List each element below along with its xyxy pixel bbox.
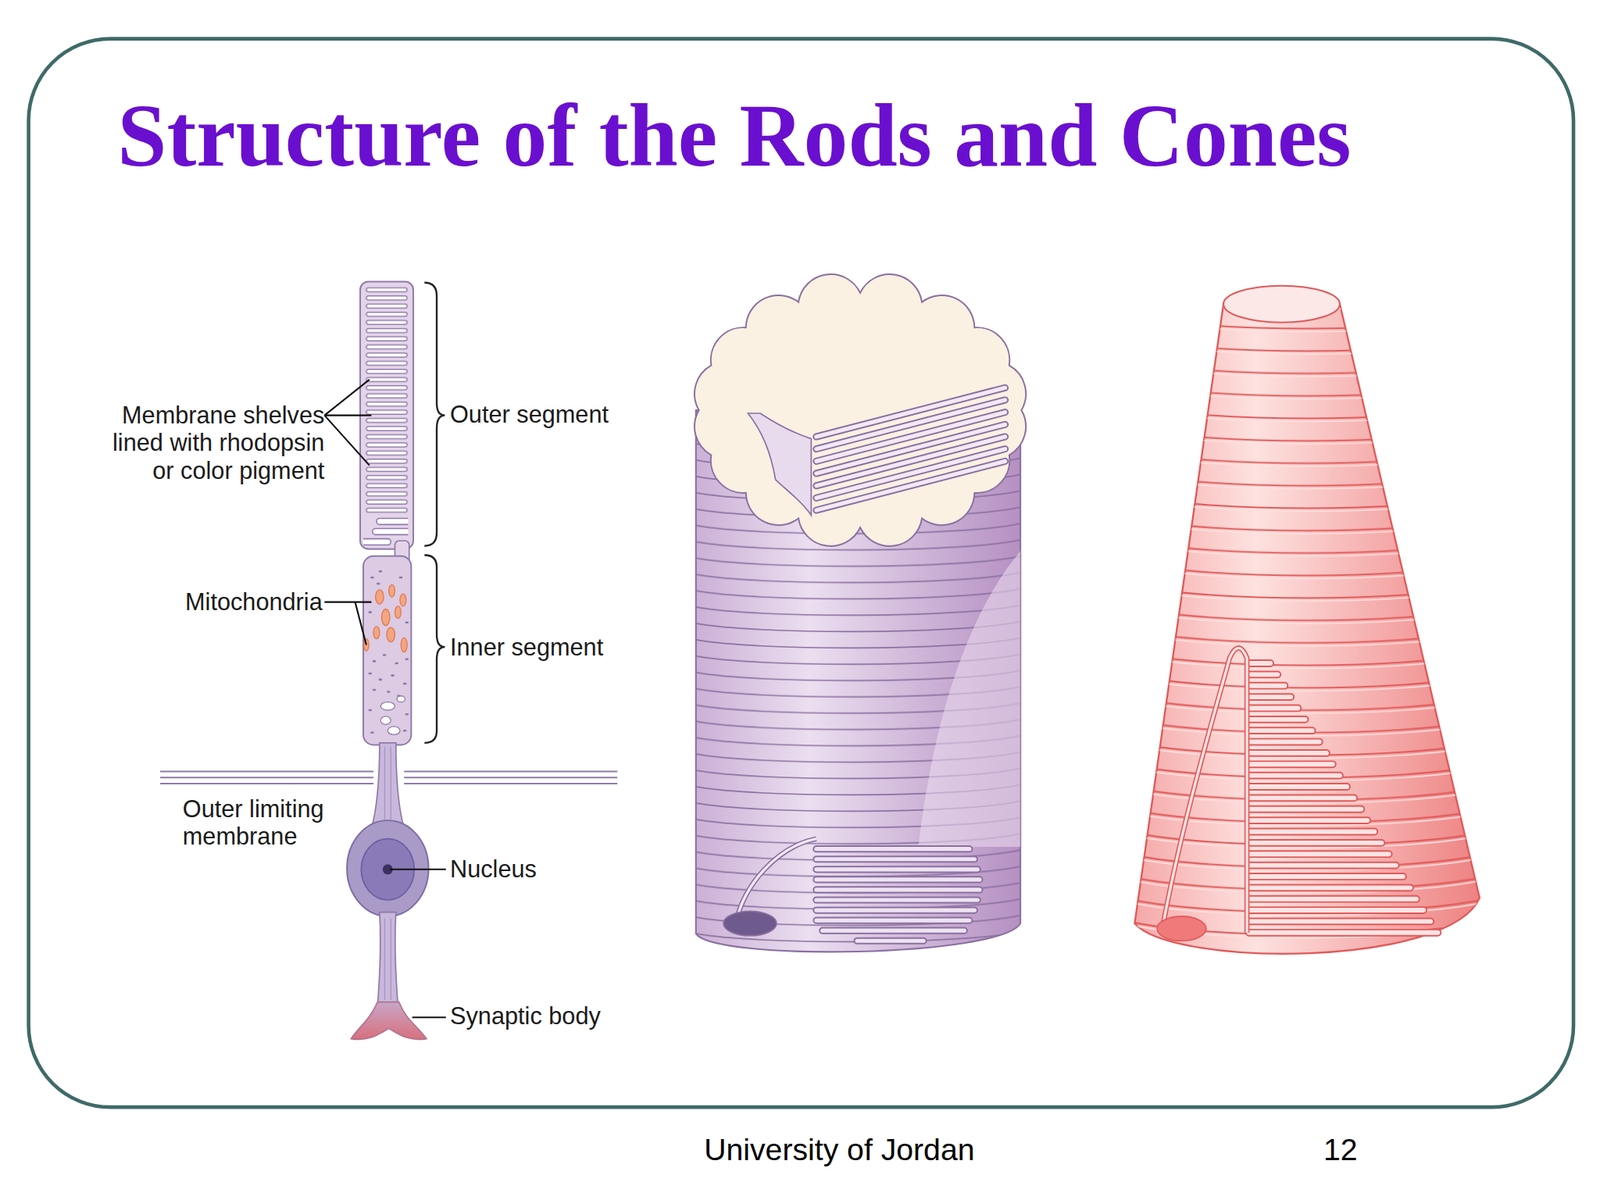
axon-stalk xyxy=(377,912,398,1006)
limiting-membrane-line xyxy=(160,776,374,779)
leader-lines xyxy=(324,379,446,1018)
footer-text: University of Jordan xyxy=(703,1132,975,1168)
limiting-membrane-line xyxy=(160,782,374,785)
part-label: Membrane shelves lined with rhodopsin or… xyxy=(105,402,325,486)
cilium-hole xyxy=(1157,916,1207,941)
rod-outer-segment-3d xyxy=(694,274,1026,960)
leader-line xyxy=(389,868,447,871)
mitochondrion xyxy=(373,626,380,640)
vesicle xyxy=(380,702,395,711)
part-label: Outer limiting membrane xyxy=(182,796,362,852)
mitochondrion xyxy=(394,606,401,619)
leader-line xyxy=(412,1016,447,1018)
membrane-loop xyxy=(1163,647,1247,933)
cutaway-surface xyxy=(918,550,1022,847)
part-label: Mitochondria xyxy=(185,589,323,617)
limiting-membrane-line xyxy=(403,776,618,779)
leader-line xyxy=(324,379,372,466)
disc-stack xyxy=(816,387,1006,511)
mitochondrion xyxy=(381,609,390,626)
rod-cell xyxy=(160,281,618,1040)
slide-title: Structure of the Rods and Cones xyxy=(117,90,1351,180)
stalk-fibrils xyxy=(384,746,391,823)
part-label: Outer segment xyxy=(450,400,609,429)
membrane-loop xyxy=(736,839,817,921)
membrane-curl xyxy=(747,413,811,516)
inner-segment xyxy=(363,556,411,746)
bracket xyxy=(424,282,445,547)
cilium-hole xyxy=(723,910,777,936)
membrane-shelves xyxy=(365,285,409,515)
infolded-discs xyxy=(1249,663,1439,933)
cytoplasm-granules xyxy=(369,571,408,733)
bracket xyxy=(424,555,445,743)
infolded-discs-highlight xyxy=(1249,663,1439,933)
part-label: Nucleus xyxy=(450,856,537,884)
page-number: 12 xyxy=(1323,1132,1358,1168)
limiting-membrane-line xyxy=(403,782,618,785)
stalk-fibrils xyxy=(384,918,391,1000)
mitochondrion xyxy=(386,627,395,642)
mitochondrion xyxy=(389,584,396,597)
membrane-loop-highlight xyxy=(736,839,817,921)
membrane-loop-highlight xyxy=(1163,647,1247,933)
vesicle xyxy=(380,716,391,725)
cell-stalk xyxy=(371,742,404,829)
vesicle xyxy=(396,696,405,703)
leader-line xyxy=(324,602,372,646)
mitochondria xyxy=(364,584,408,652)
disc-stack-highlight xyxy=(816,387,1006,511)
part-label: Synaptic body xyxy=(450,1003,601,1031)
vesicle xyxy=(387,726,400,735)
limiting-membrane-line xyxy=(160,770,374,772)
cone-top xyxy=(1223,285,1340,323)
part-label: Inner segment xyxy=(450,633,604,661)
cone-outer-segment-3d xyxy=(1132,285,1483,970)
mitochondrion xyxy=(375,589,384,604)
limiting-membrane-line xyxy=(403,770,618,772)
synaptic-body xyxy=(350,1002,427,1040)
vesicles xyxy=(380,696,405,736)
disc-face xyxy=(694,274,1026,547)
brackets xyxy=(424,282,445,743)
exposed-discs-highlight xyxy=(816,849,980,942)
mitochondrion xyxy=(400,593,407,607)
exposed-discs xyxy=(816,849,980,942)
disc-rings xyxy=(1132,306,1483,970)
slide-frame xyxy=(28,39,1574,1108)
cell-body xyxy=(346,820,429,917)
mitochondrion xyxy=(400,637,408,652)
